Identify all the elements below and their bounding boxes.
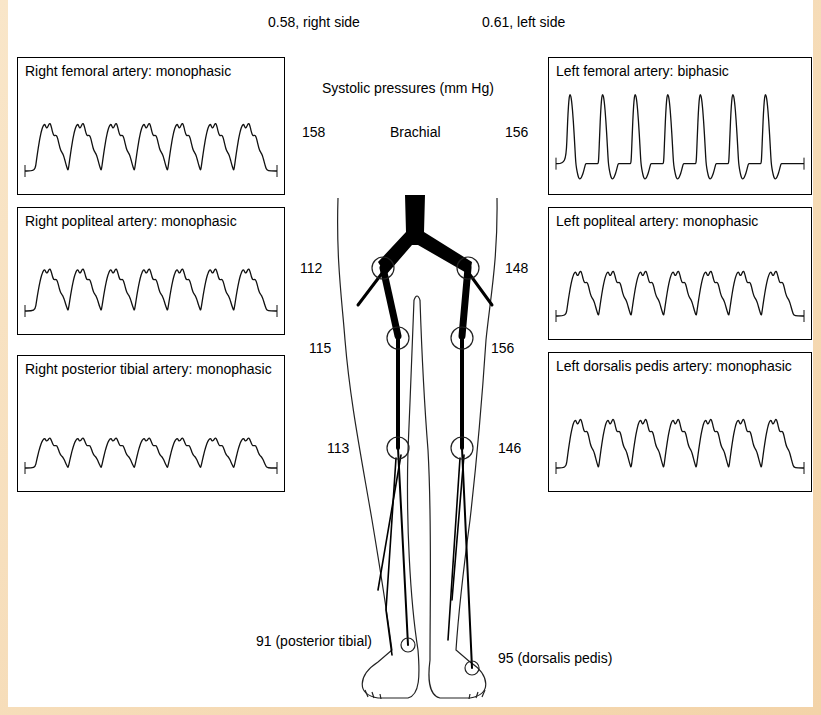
doppler-waveform [556, 95, 804, 179]
box-title: Left femoral artery: biphasic [556, 63, 804, 80]
waveform-marker [25, 462, 277, 474]
pressure-label: Brachial [390, 124, 441, 141]
arterial-tree [358, 195, 492, 668]
pressure-label: 148 [505, 260, 528, 277]
box-title: Right popliteal artery: monophasic [25, 213, 277, 230]
waveform-box: Left popliteal artery: monophasic [548, 207, 812, 340]
doppler-waveform [25, 438, 277, 468]
box-title: Left popliteal artery: monophasic [556, 213, 804, 230]
waveform-marker [25, 305, 277, 317]
waveform-marker [556, 310, 804, 322]
pressure-label: 0.61, left side [482, 14, 565, 31]
pressure-label: Systolic pressures (mm Hg) [322, 80, 494, 97]
pressure-label: 95 (dorsalis pedis) [498, 650, 612, 667]
cuff-circle [372, 257, 479, 675]
pressure-label: 0.58, right side [268, 14, 360, 31]
white-panel [8, 0, 813, 707]
leg-outline [338, 198, 497, 699]
waveform-marker [556, 462, 804, 474]
pressure-label: 91 (posterior tibial) [256, 633, 372, 650]
waveforms [25, 95, 804, 474]
box-title: Right posterior tibial artery: monophasi… [25, 361, 277, 378]
pressure-label: 113 [327, 440, 349, 457]
pressure-label: 115 [309, 340, 331, 357]
waveform-box: Right femoral artery: monophasic [17, 57, 285, 195]
pressure-label: 156 [505, 124, 528, 141]
pressure-label: 112 [300, 260, 322, 277]
pressure-label: 158 [302, 124, 325, 141]
doppler-waveform [25, 124, 277, 171]
waveform-box: Right popliteal artery: monophasic [17, 207, 285, 335]
waveform-box: Left dorsalis pedis artery: monophasic [548, 352, 812, 492]
waveform-box: Left femoral artery: biphasic [548, 57, 812, 195]
waveform-marker [25, 165, 277, 177]
waveform-marker [556, 158, 804, 170]
pressure-label: 156 [491, 340, 514, 357]
doppler-waveform [25, 269, 277, 311]
box-title: Left dorsalis pedis artery: monophasic [556, 358, 804, 375]
pressure-label: 146 [498, 440, 521, 457]
doppler-waveform [556, 271, 804, 316]
doppler-waveform [556, 419, 804, 468]
box-title: Right femoral artery: monophasic [25, 63, 277, 80]
waveform-box: Right posterior tibial artery: monophasi… [17, 355, 285, 492]
